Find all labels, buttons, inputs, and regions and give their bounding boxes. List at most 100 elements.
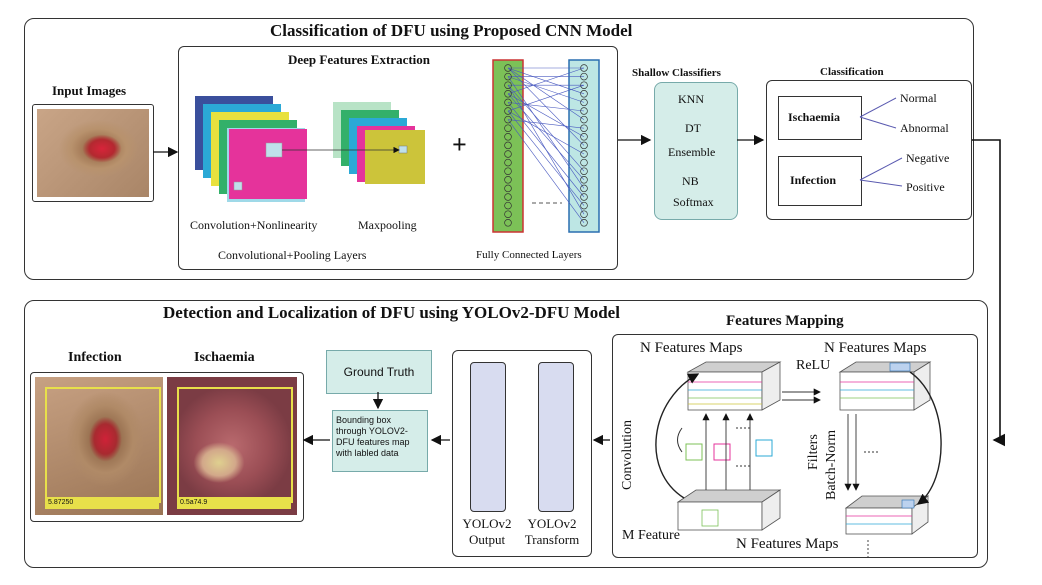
- fc-connection: [507, 76, 585, 189]
- fc-neuron: [580, 201, 588, 210]
- fc-neuron: [504, 133, 512, 141]
- fc-connection: [507, 85, 585, 172]
- plus-sign: +: [452, 130, 467, 159]
- classifier-dt: DT: [685, 121, 701, 135]
- fc-neuron: [504, 219, 512, 227]
- fc-neuron: [504, 150, 512, 158]
- bottom-left-feature-block: [676, 489, 782, 531]
- fc-neuron: [580, 72, 588, 81]
- deep-features-box: [178, 46, 618, 270]
- fc-neuron: [504, 98, 512, 107]
- fc-neuron: [580, 124, 588, 132]
- fc-neuron: [504, 184, 512, 193]
- fc-connection: [507, 85, 585, 215]
- fc-neuron: [580, 158, 588, 167]
- result-ischaemia-label: Ischaemia: [194, 350, 255, 365]
- fc-neuron: [504, 193, 512, 201]
- fc-connection: [507, 76, 585, 103]
- classification-title: Classification: [820, 66, 884, 78]
- fc-connection: [507, 119, 585, 129]
- fc-neuron: [580, 193, 588, 201]
- fc-neuron: [580, 219, 588, 227]
- result-infection-label: Infection: [68, 350, 122, 365]
- fc-neuron: [580, 210, 588, 218]
- conv-nonlinearity-label: Convolution+Nonlinearity: [190, 218, 318, 232]
- fc-neurons: [504, 64, 588, 227]
- deep-features-title: Deep Features Extraction: [288, 52, 431, 67]
- ischaemia-result-image: [167, 377, 297, 515]
- fc-neuron: [580, 176, 588, 184]
- n-features-maps-bottom: N Features Maps: [736, 536, 839, 552]
- cnn-panel-title: Classification of DFU using Proposed CNN…: [270, 21, 633, 40]
- fc-neuron: [580, 107, 588, 115]
- fc-neuron: [504, 107, 512, 115]
- infection-result-image: [35, 377, 163, 515]
- fc-neuron: [580, 81, 588, 89]
- input-images-label: Input Images: [52, 83, 127, 98]
- fc-neuron: [504, 115, 512, 124]
- fc-neuron: [504, 64, 512, 72]
- features-mapping-box: [612, 334, 978, 558]
- yolo-box: [452, 350, 592, 557]
- fc-connection: [507, 67, 585, 95]
- ischaemia-score-label: 0.5a74.9: [177, 497, 291, 509]
- classifier-softmax: Softmax: [673, 195, 714, 209]
- fc-neuron: [580, 150, 588, 158]
- ground-truth-box: Ground Truth: [326, 350, 432, 394]
- feature-flow-arrows: [702, 388, 869, 560]
- shallow-classifiers-title: Shallow Classifiers: [632, 67, 721, 79]
- m-feature-label: M Feature: [622, 528, 680, 543]
- fc-connection: [507, 110, 585, 206]
- conv-feature-maps: [195, 96, 307, 202]
- bottom-right-feature-block: [844, 495, 930, 535]
- filter-cubes: [685, 427, 878, 467]
- fc-neuron: [580, 133, 588, 141]
- n-features-maps-left: N Features Maps: [640, 340, 743, 356]
- fc-neuron: [580, 167, 588, 175]
- fc-neuron: [504, 176, 512, 184]
- pooling-feature-maps: [333, 102, 425, 184]
- connector-top-to-bottom: [972, 139, 1006, 447]
- fc-connection: [507, 93, 585, 138]
- input-image-frame: [32, 104, 154, 202]
- classifier-ensemble: Ensemble: [668, 145, 716, 159]
- classification-box: [766, 80, 972, 220]
- fc-neuron: [504, 141, 512, 150]
- results-frame: 5.87250 0.5a74.9: [30, 372, 304, 522]
- fc-neuron: [504, 158, 512, 167]
- infection-box: [778, 156, 862, 206]
- fc-neuron: [504, 124, 512, 132]
- yolo-output-label: YOLOv2 Output: [462, 516, 512, 547]
- n-features-maps-right: N Features Maps: [824, 340, 927, 356]
- maxpooling-label: Maxpooling: [358, 218, 417, 232]
- classifiers-box: [654, 82, 738, 220]
- ischaemia-label: Ischaemia: [788, 110, 840, 124]
- fc-connection: [507, 102, 585, 112]
- ischaemia-box: [778, 96, 862, 140]
- convolution-curve: [655, 373, 700, 499]
- fc-neuron: [504, 210, 512, 218]
- yolo-panel-title: Detection and Localization of DFU using …: [163, 303, 620, 322]
- fc-neuron: [504, 167, 512, 175]
- outcome-abnormal: Abnormal: [900, 121, 949, 135]
- fc-connection: [507, 119, 585, 223]
- infection-score-label: 5.87250: [45, 497, 159, 509]
- conv-pool-layers-label: Convolutional+Pooling Layers: [218, 248, 367, 262]
- fc-neuron: [580, 64, 588, 72]
- fc-neuron: [504, 201, 512, 210]
- outcome-positive: Positive: [906, 180, 945, 194]
- fc-neuron: [580, 141, 588, 150]
- fc-neuron: [580, 90, 588, 98]
- filter-brace: [677, 427, 683, 453]
- fully-connected-label: Fully Connected Layers: [476, 249, 582, 261]
- input-wound-image: [37, 109, 149, 197]
- bbox-description-box: Bounding box through YOLOV2-DFU features…: [332, 410, 428, 472]
- fc-neuron: [580, 184, 588, 193]
- fc-neuron: [504, 90, 512, 98]
- infection-label: Infection: [790, 173, 836, 187]
- fc-neuron: [580, 115, 588, 124]
- classifier-nb: NB: [682, 174, 699, 188]
- fc-connection: [507, 93, 585, 180]
- features-mapping-title: Features Mapping: [726, 313, 844, 329]
